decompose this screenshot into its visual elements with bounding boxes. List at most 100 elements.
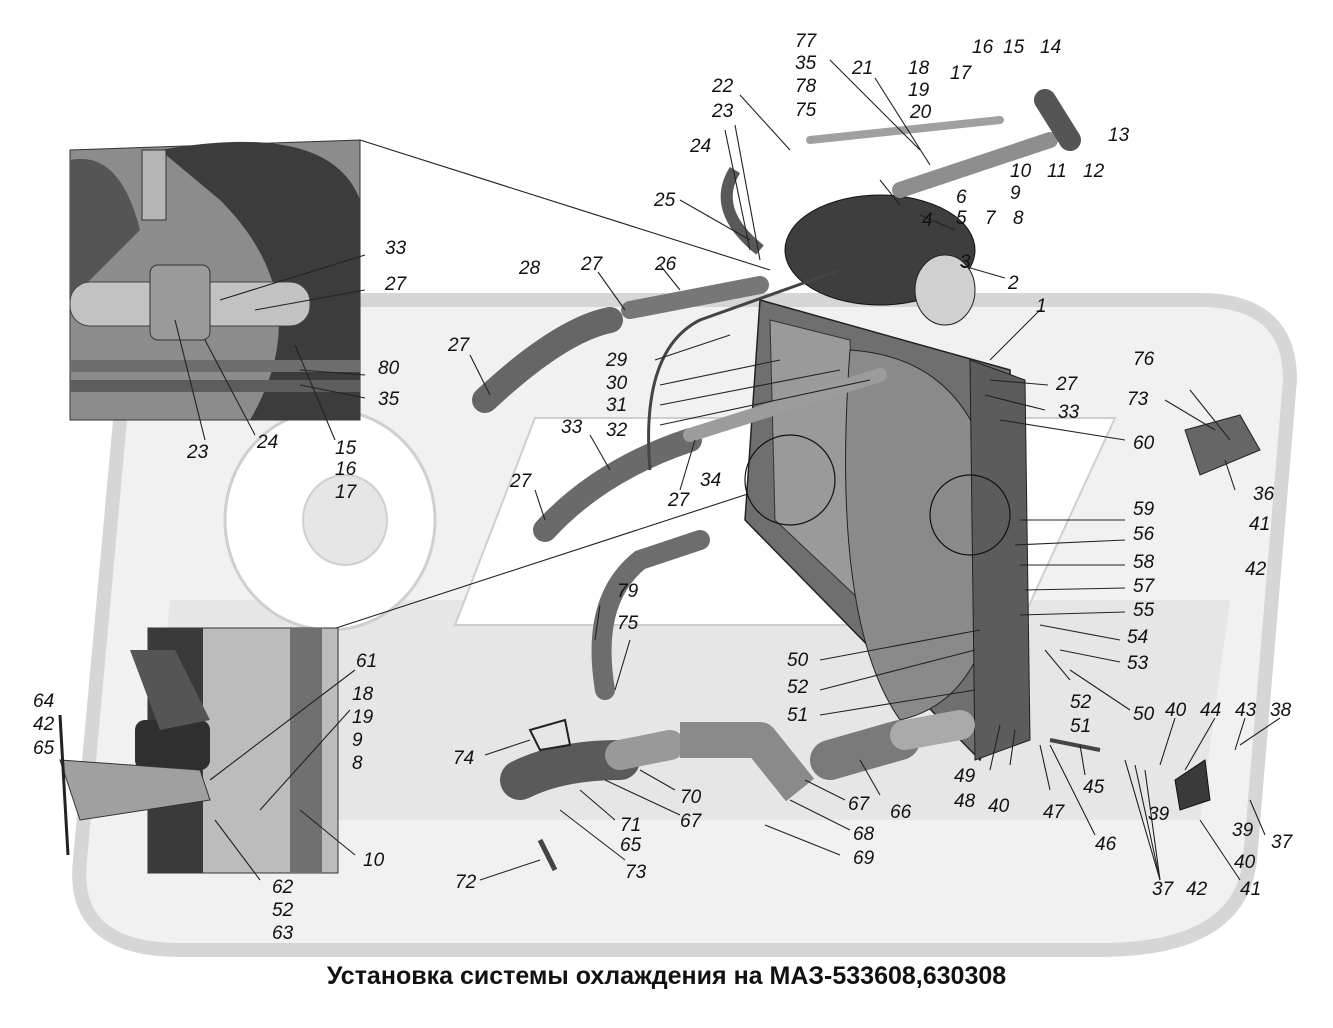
inset-bottom-rail — [290, 628, 322, 873]
callout-label: 48 — [954, 791, 976, 812]
callout-label: 45 — [1083, 777, 1105, 798]
callout-label: 59 — [1133, 499, 1155, 520]
callout-label: 18 — [352, 684, 374, 705]
callout-label: 67 — [848, 794, 871, 815]
callout-label: 33 — [385, 238, 407, 259]
callout-label: 78 — [795, 76, 817, 97]
inset-top-stem — [141, 149, 167, 221]
inset-top-tube-2 — [70, 380, 360, 392]
callout-label: 60 — [1133, 433, 1155, 454]
callout-label: 27 — [580, 254, 604, 275]
callout-label: 22 — [711, 76, 734, 97]
callout-label: 42 — [1245, 559, 1267, 580]
callout-label: 27 — [384, 274, 408, 295]
callout-label: 71 — [620, 815, 641, 836]
callout-label: 19 — [908, 80, 930, 101]
callout-label: 29 — [605, 350, 628, 371]
callout-label: 52 — [1070, 692, 1092, 713]
callout-label: 35 — [795, 53, 817, 74]
callout-label: 63 — [272, 923, 294, 944]
callout-label: 33 — [561, 417, 583, 438]
detail-circle-2 — [929, 474, 1011, 556]
callout-label: 80 — [378, 358, 400, 379]
callout-label: 31 — [606, 395, 627, 416]
callout-label: 65 — [620, 835, 642, 856]
callout-label: 75 — [617, 613, 639, 634]
inset-bottom-bolt — [58, 714, 70, 856]
callout-label: 28 — [518, 258, 541, 279]
inset-bottom-connector-line — [329, 489, 761, 631]
pipe-top-10-11 — [892, 132, 1058, 198]
callout-label: 51 — [1070, 716, 1091, 737]
inset-bottom-plate — [59, 759, 211, 821]
callout-label: 17 — [335, 482, 358, 503]
callout-label: 70 — [680, 787, 702, 808]
callout-label: 13 — [1108, 125, 1130, 146]
diagram-caption: Установка системы охлаждения на МАЗ-5336… — [326, 962, 1007, 990]
callout-label: 15 — [335, 438, 357, 459]
bolt-45 — [1049, 738, 1101, 752]
callout-label: 23 — [186, 442, 209, 463]
callout-label: 15 — [1003, 37, 1025, 58]
callout-label: 56 — [1133, 524, 1155, 545]
hose-26 — [621, 276, 769, 319]
hose-66 — [810, 720, 920, 780]
callout-label: 1 — [1036, 296, 1047, 317]
inset-top-clamp — [149, 264, 211, 341]
callout-label: 37 — [1152, 879, 1175, 900]
callout-label: 2 — [1007, 273, 1019, 294]
pump-inlet-71 — [500, 740, 640, 800]
callout-label: 42 — [33, 714, 55, 735]
callout-label: 47 — [1043, 802, 1066, 823]
callout-label: 68 — [853, 824, 875, 845]
callout-label: 7 — [985, 208, 997, 229]
callout-label: 35 — [378, 389, 400, 410]
bracket-44 — [1174, 759, 1211, 811]
callout-label: 8 — [352, 753, 363, 774]
callout-label: 77 — [795, 31, 818, 52]
callout-label: 11 — [1047, 161, 1067, 182]
callout-label: 54 — [1127, 627, 1148, 648]
callout-label: 72 — [455, 872, 477, 893]
filler-12-13 — [1034, 89, 1081, 151]
callout-label: 52 — [787, 677, 809, 698]
callout-label: 9 — [1010, 183, 1021, 204]
inset-top-blade — [70, 158, 140, 300]
callout-label: 20 — [909, 102, 932, 123]
callout-label: 16 — [972, 37, 994, 58]
callout-label: 40 — [1165, 700, 1187, 721]
pipe-70 — [605, 730, 685, 770]
callout-label: 18 — [908, 58, 930, 79]
callout-label: 51 — [787, 705, 808, 726]
callout-label: 5 — [956, 208, 967, 229]
callout-label: 34 — [700, 470, 721, 491]
callout-label: 40 — [988, 796, 1010, 817]
callout-label: 21 — [851, 58, 873, 79]
radiator-assembly — [744, 194, 1031, 762]
callout-label: 42 — [1186, 879, 1208, 900]
callout-label: 75 — [795, 100, 817, 121]
callout-label: 10 — [1010, 161, 1032, 182]
hose-79 — [591, 530, 710, 700]
callout-label: 26 — [654, 254, 677, 275]
radiator-side-frame — [969, 359, 1031, 761]
callout-label: 24 — [689, 136, 711, 157]
callout-label: 36 — [1253, 484, 1275, 505]
hose-24 — [720, 166, 764, 255]
callout-label: 55 — [1133, 600, 1155, 621]
callout-label: 44 — [1200, 700, 1221, 721]
callout-label: 39 — [1232, 820, 1254, 841]
hose-33 — [533, 428, 702, 542]
callout-label: 12 — [1083, 161, 1105, 182]
fan-shroud — [845, 349, 1001, 721]
callout-label: 74 — [453, 748, 474, 769]
callout-label: 61 — [356, 651, 377, 672]
callout-label: 62 — [272, 877, 294, 898]
callout-label: 66 — [890, 802, 912, 823]
pipe-29-31 — [647, 268, 841, 471]
tube-20-21 — [806, 116, 1004, 144]
callout-label: 3 — [960, 252, 971, 273]
callout-label: 9 — [352, 730, 363, 751]
callout-label: 25 — [653, 190, 676, 211]
callout-label: 10 — [363, 850, 385, 871]
